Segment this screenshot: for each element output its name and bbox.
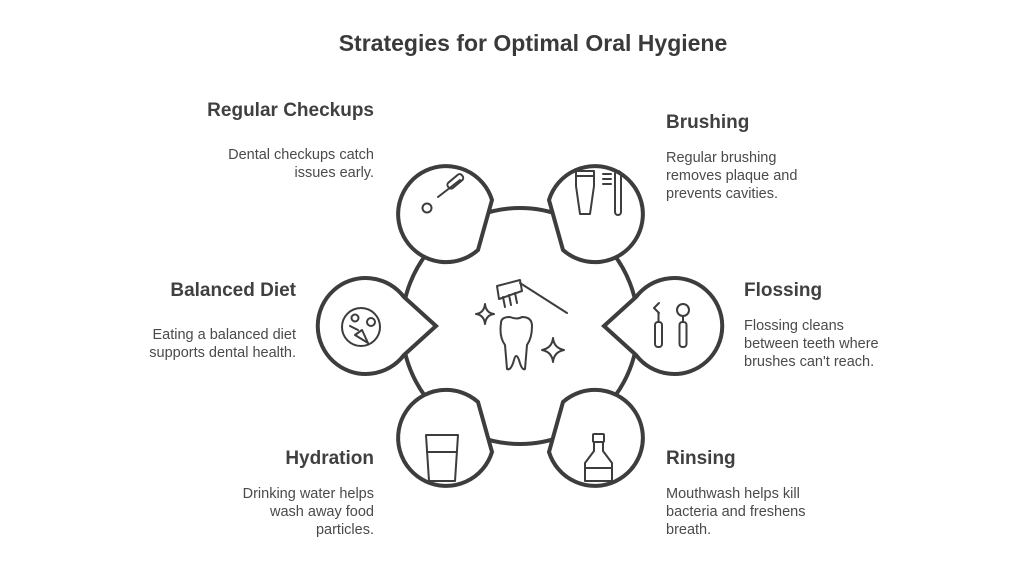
water-glass-icon [425,434,459,482]
petal-rinsing [546,387,645,488]
dental-tools-icon [653,302,690,348]
label-hydration: Hydration [285,448,374,469]
petal-regular-checkups [396,164,495,265]
tooth-brush-sparkle-icon [475,279,568,371]
petal-hydration [396,387,495,488]
label-balanced-diet: Balanced Diet [170,280,296,301]
desc-brushing: Regular brushing removes plaque and prev… [666,150,798,202]
label-flossing: Flossing [744,280,823,301]
petal-flossing [601,276,725,376]
petal-brushing [546,164,645,265]
label-brushing: Brushing [666,112,750,133]
desc-regular-checkups: Dental checkups catch issues early. [228,147,374,181]
label-regular-checkups: Regular Checkups [207,100,374,121]
desc-flossing: Flossing cleans between teeth where brus… [744,318,879,370]
desc-hydration: Drinking water helps wash away food part… [242,486,374,538]
label-rinsing: Rinsing [666,448,736,469]
page-title: Strategies for Optimal Oral Hygiene [338,30,728,56]
petal-balanced-diet [315,276,439,376]
mouthwash-bottle-icon [584,433,613,482]
dental-mirror-icon [421,173,465,214]
desc-rinsing: Mouthwash helps kill bacteria and freshe… [666,486,806,538]
desc-balanced-diet: Eating a balanced diet supports dental h… [149,327,296,361]
toothpaste-toothbrush-icon [575,170,622,216]
vegetables-icon [341,307,381,347]
